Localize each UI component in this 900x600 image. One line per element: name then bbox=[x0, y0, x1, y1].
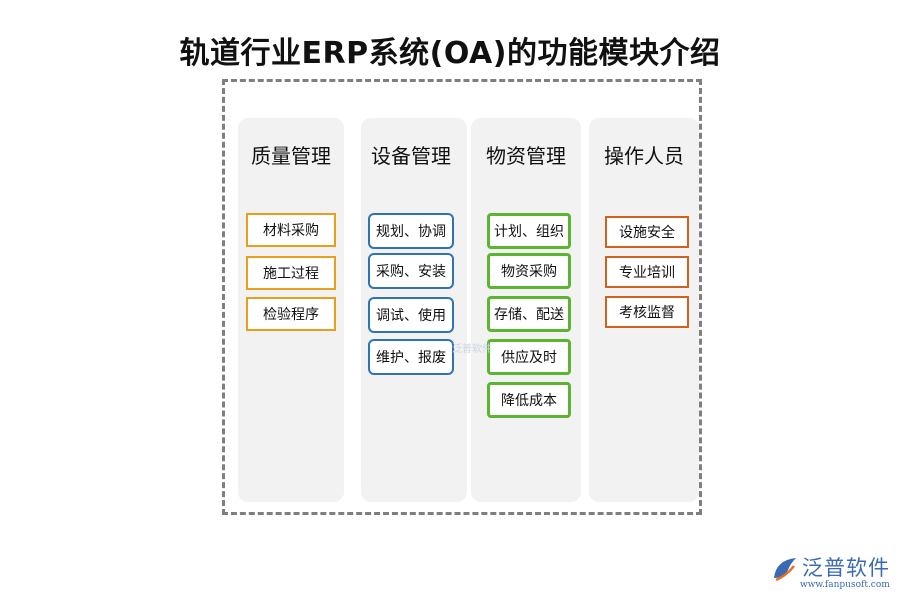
watermark: 泛普软件 bbox=[452, 344, 492, 355]
material-item: 供应及时 bbox=[487, 339, 571, 375]
column-title-quality: 质量管理 bbox=[251, 144, 331, 168]
brand-url: www.fanpusoft.com bbox=[800, 580, 890, 590]
equipment-item: 调试、使用 bbox=[368, 297, 454, 333]
column-title-material: 物资管理 bbox=[486, 144, 566, 168]
material-item: 降低成本 bbox=[487, 382, 571, 418]
equipment-item: 规划、协调 bbox=[368, 213, 454, 249]
equipment-item: 维护、报废 bbox=[368, 339, 454, 375]
column-title-equipment: 设备管理 bbox=[371, 144, 451, 168]
material-item: 计划、组织 bbox=[487, 213, 571, 249]
equipment-item: 采购、安装 bbox=[368, 253, 454, 289]
operator-item: 考核监督 bbox=[605, 296, 689, 328]
quality-item: 施工过程 bbox=[246, 256, 336, 290]
column-title-operator: 操作人员 bbox=[604, 144, 684, 168]
operator-item: 专业培训 bbox=[605, 256, 689, 288]
brand-block: 泛普软件 www.fanpusoft.com bbox=[770, 552, 894, 596]
material-item: 物资采购 bbox=[487, 253, 571, 289]
dashed-frame bbox=[222, 79, 702, 515]
brand-name: 泛普软件 bbox=[802, 556, 890, 580]
quality-item: 材料采购 bbox=[246, 213, 336, 247]
quality-item: 检验程序 bbox=[246, 297, 336, 331]
material-item: 存储、配送 bbox=[487, 296, 571, 332]
operator-item: 设施安全 bbox=[605, 216, 689, 248]
brand-logo-icon bbox=[774, 558, 796, 582]
diagram-title: 轨道行业ERP系统(OA)的功能模块介绍 bbox=[179, 36, 721, 71]
